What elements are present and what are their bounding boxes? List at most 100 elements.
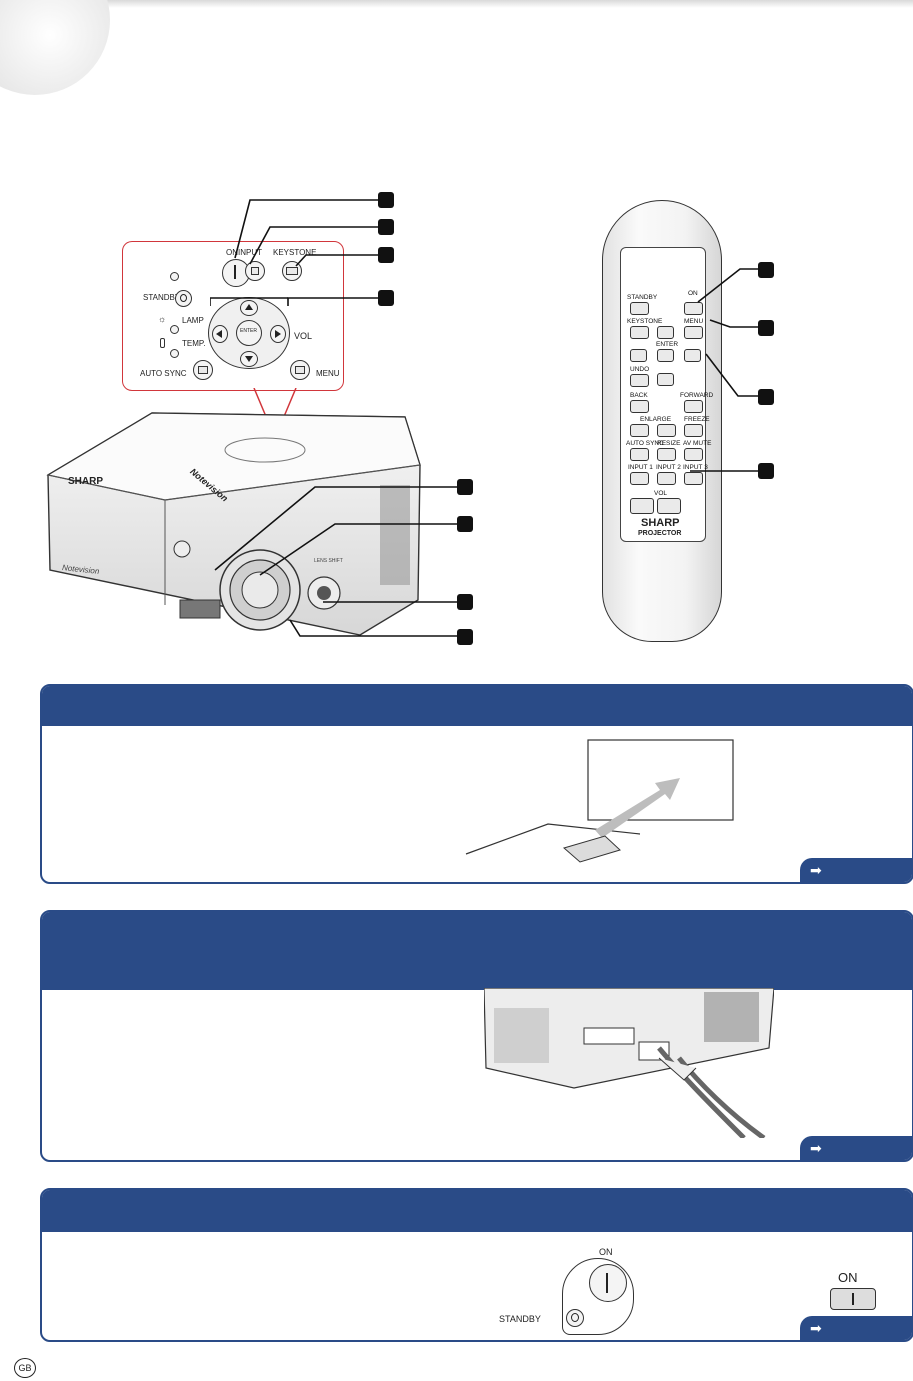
panel-menu-button[interactable] (290, 360, 310, 380)
arrow-right-icon (275, 330, 281, 338)
step-section-3: ➡ (40, 1188, 913, 1342)
panel-lamp-label: LAMP (182, 316, 204, 325)
remote-enlarge-label: ENLARGE (640, 416, 672, 423)
remote-resize-label: RESIZE (657, 440, 681, 447)
remote-av-mute-button[interactable] (684, 448, 703, 461)
callout-marker (378, 219, 394, 235)
panel-temp-label: TEMP. (182, 339, 206, 348)
remote-up-button[interactable] (657, 326, 674, 339)
remote-vol-up-button[interactable] (657, 498, 681, 514)
remote-keystone-label: KEYSTONE (627, 318, 663, 325)
input-icon (251, 267, 259, 275)
remote-input1-button[interactable] (630, 472, 649, 485)
panel-keystone-label: KEYSTONE (273, 248, 317, 257)
remote-left-button[interactable] (630, 349, 647, 362)
remote-standby-label: STANDBY (627, 294, 658, 301)
panel-menu-label: MENU (316, 369, 340, 378)
standby-indicator (170, 272, 179, 281)
callout-marker (758, 389, 774, 405)
corner-decoration (0, 0, 110, 95)
remote-input1-label: INPUT 1 (628, 464, 653, 471)
panel-enter-label: ENTER (240, 328, 257, 334)
section-3-on-label: ON (599, 1247, 613, 1257)
remote-brand: SHARP (641, 517, 680, 529)
menu-icon (295, 366, 305, 374)
panel-on-button[interactable] (222, 259, 250, 287)
panel-down-button[interactable] (240, 351, 258, 367)
arrow-up-icon (245, 304, 253, 310)
section-3-standby-label: STANDBY (499, 1314, 541, 1324)
callout-marker (378, 247, 394, 263)
remote-enter-button[interactable] (657, 349, 674, 362)
lamp-indicator (170, 325, 179, 334)
arrow-right-icon: ➡ (810, 1140, 822, 1156)
step-section-2: ➡ (40, 910, 913, 1162)
remote-auto-sync-button[interactable] (630, 448, 649, 461)
remote-on-button[interactable] (684, 302, 703, 315)
top-rule (0, 0, 913, 8)
remote-enlarge-minus-button[interactable] (630, 424, 649, 437)
section-3-standby-button[interactable] (566, 1309, 584, 1327)
lamp-icon: ☼ (158, 314, 167, 324)
region-badge: GB (14, 1358, 36, 1378)
panel-up-button[interactable] (240, 300, 258, 316)
callout-marker (758, 320, 774, 336)
panel-auto-sync-label: AUTO SYNC (140, 369, 187, 378)
section-1-header (42, 686, 912, 726)
arrow-down-icon (245, 356, 253, 362)
section-3-page-tab: ➡ (800, 1316, 912, 1340)
callout-marker (758, 463, 774, 479)
arrow-right-icon: ➡ (810, 1320, 822, 1336)
arrow-right-icon: ➡ (810, 862, 822, 878)
remote-input3-button[interactable] (684, 472, 703, 485)
remote-right-button[interactable] (684, 349, 701, 362)
panel-standby-button[interactable] (175, 290, 192, 307)
remote-forward-label: FORWARD (680, 392, 714, 399)
thermometer-icon (160, 338, 165, 348)
section-1-page-tab: ➡ (800, 858, 912, 882)
remote-model: PROJECTOR (638, 530, 682, 537)
remote-undo-button[interactable] (630, 374, 649, 387)
remote-forward-button[interactable] (684, 400, 703, 413)
remote-down-button[interactable] (657, 373, 674, 386)
remote-back-label: BACK (630, 392, 648, 399)
power-on-icon (606, 1273, 608, 1293)
section-3-on-button[interactable] (589, 1264, 627, 1302)
keystone-icon (286, 267, 298, 275)
remote-keystone-button[interactable] (630, 326, 649, 339)
screen-placement-illustration (465, 739, 734, 863)
remote-on-label: ON (688, 290, 698, 297)
panel-input-button[interactable] (245, 261, 265, 281)
remote-resize-button[interactable] (657, 448, 676, 461)
remote-on-key-label: ON (838, 1270, 858, 1285)
remote-on-key[interactable] (830, 1288, 876, 1310)
callout-marker (758, 262, 774, 278)
panel-standby-label: STANDBY (143, 293, 181, 302)
callout-marker (378, 290, 394, 306)
callout-marker (457, 516, 473, 532)
remote-standby-button[interactable] (630, 302, 649, 315)
section-2-header (42, 912, 912, 990)
power-on-icon (852, 1293, 854, 1305)
remote-menu-label: MENU (684, 318, 704, 325)
remote-back-button[interactable] (630, 400, 649, 413)
power-on-icon (234, 265, 236, 279)
cable-connection-illustration (484, 988, 774, 1138)
panel-auto-sync-button[interactable] (193, 360, 213, 380)
panel-left-button[interactable] (212, 325, 228, 343)
remote-enlarge-plus-button[interactable] (657, 424, 676, 437)
projector-callout-lines (214, 486, 457, 637)
remote-freeze-label: FREEZE (684, 416, 710, 423)
remote-av-mute-label: AV MUTE (683, 440, 712, 447)
panel-right-button[interactable] (270, 325, 286, 343)
remote-input2-button[interactable] (657, 472, 676, 485)
remote-input3-label: INPUT 3 (683, 464, 708, 471)
panel-enter-button[interactable]: ENTER (236, 320, 262, 346)
remote-menu-button[interactable] (684, 326, 703, 339)
callout-marker (457, 629, 473, 645)
remote-freeze-button[interactable] (684, 424, 703, 437)
auto-sync-icon (198, 366, 208, 374)
remote-vol-down-button[interactable] (630, 498, 654, 514)
section-3-header (42, 1190, 912, 1232)
projector-brand: SHARP (68, 476, 104, 487)
